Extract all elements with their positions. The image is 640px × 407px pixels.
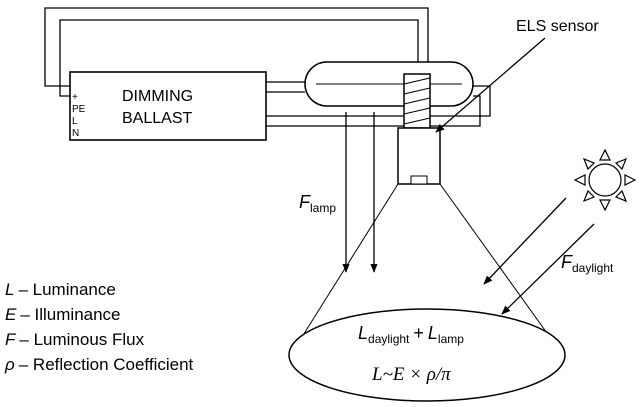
sensor-pointer-arrow	[435, 37, 546, 133]
flux-lamp-label: Flamp	[299, 192, 336, 215]
ballast-title-line2: BALLAST	[122, 110, 192, 127]
daylight-flux-arrow-1	[483, 197, 567, 285]
flux-daylight-label: Fdaylight	[561, 252, 614, 275]
daylight-flux-arrow-2	[501, 223, 595, 315]
wiring	[44, 7, 491, 127]
surface-luminance-sum: Ldaylight+Llamp	[358, 323, 464, 346]
cone-left-edge	[289, 183, 399, 357]
legend-item-luminance: L– Luminance	[5, 280, 116, 299]
terminal-plus: +	[72, 92, 78, 103]
els-sensor-label: ELS sensor	[516, 18, 599, 35]
terminal-l: L	[72, 116, 78, 127]
illuminated-surface	[288, 308, 566, 402]
ballast-terminals: + PE L N	[72, 92, 86, 139]
legend-item-luminous-flux: F– Luminous Flux	[5, 330, 145, 349]
dimming-ballast	[69, 71, 267, 141]
terminal-pe: PE	[72, 104, 86, 115]
legend: L– Luminance E– Illuminance F– Luminous …	[4, 280, 194, 374]
luminance-formula: L~E × ρ/π	[371, 364, 451, 385]
legend-item-illuminance: E– Illuminance	[5, 305, 121, 324]
terminal-n: N	[72, 128, 79, 139]
els-sensor	[397, 73, 441, 185]
sun-icon	[573, 148, 637, 212]
cone-right-edge	[439, 183, 563, 355]
ballast-title-line1: DIMMING	[122, 88, 193, 105]
legend-item-reflection: ρ– Reflection Coefficient	[4, 355, 194, 374]
